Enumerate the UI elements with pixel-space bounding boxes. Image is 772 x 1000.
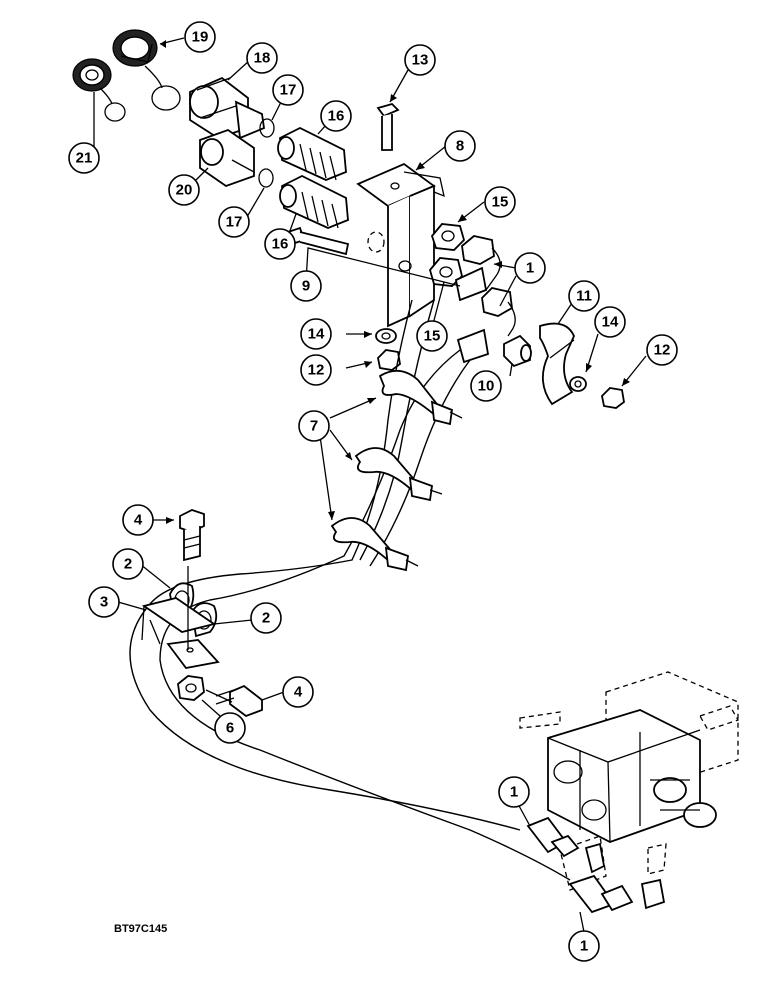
svg-text:12: 12 xyxy=(654,342,671,359)
svg-text:2: 2 xyxy=(262,610,270,627)
callout-3: 3 xyxy=(88,586,120,618)
svg-text:21: 21 xyxy=(76,150,93,167)
callout-4-upper: 4 xyxy=(122,504,154,536)
callout-1-bottom: 1 xyxy=(568,930,600,962)
part-nut-upper xyxy=(430,223,466,251)
part-adapter-upper xyxy=(277,126,347,181)
part-elbow-fitting-lower xyxy=(456,287,516,364)
callout-14-right: 14 xyxy=(594,306,626,338)
part-elbow-fitting-upper xyxy=(454,235,501,302)
svg-text:6: 6 xyxy=(226,720,234,737)
part-bolt-horizontal xyxy=(205,684,263,718)
svg-text:13: 13 xyxy=(412,52,429,69)
callout-15-upper: 15 xyxy=(484,186,516,218)
callout-4-lower: 4 xyxy=(282,676,314,708)
part-quick-coupler-male xyxy=(199,128,255,188)
figure-code: BT97C145 xyxy=(114,923,167,935)
part-quick-coupler-female xyxy=(189,76,265,140)
callout-18: 18 xyxy=(246,42,278,74)
part-cable-tie-lower xyxy=(330,517,419,572)
callout-2-upper: 2 xyxy=(112,548,144,580)
part-hose-fitting-lower xyxy=(568,874,666,914)
part-dust-cap-large xyxy=(112,29,181,111)
svg-text:7: 7 xyxy=(310,418,318,435)
svg-text:15: 15 xyxy=(424,328,441,345)
part-control-valve xyxy=(519,671,739,891)
part-clamp xyxy=(539,322,575,406)
callout-7: 7 xyxy=(298,410,330,442)
svg-text:3: 3 xyxy=(100,594,108,611)
part-washer-right xyxy=(569,376,587,392)
svg-text:1: 1 xyxy=(580,938,588,955)
callout-15-lower: 15 xyxy=(416,320,448,352)
callout-1-top: 1 xyxy=(514,252,546,284)
svg-text:16: 16 xyxy=(272,236,289,253)
svg-text:14: 14 xyxy=(308,326,325,343)
svg-text:14: 14 xyxy=(602,314,619,331)
callout-12-left: 12 xyxy=(300,354,332,386)
callout-17-lower: 17 xyxy=(218,206,250,238)
part-bolt-top xyxy=(376,102,400,151)
svg-text:9: 9 xyxy=(302,278,310,295)
callout-13: 13 xyxy=(404,44,436,76)
callout-16-lower: 16 xyxy=(264,228,296,260)
part-mounting-plate xyxy=(141,597,220,669)
part-cable-tie-middle xyxy=(354,447,443,502)
part-washer-left xyxy=(375,328,397,344)
svg-text:18: 18 xyxy=(254,50,271,67)
part-locknut-left xyxy=(377,349,401,371)
callout-16-upper: 16 xyxy=(320,100,352,132)
callout-9: 9 xyxy=(290,270,322,302)
part-spacer xyxy=(503,334,532,368)
part-hose-fitting-upper xyxy=(526,816,606,874)
part-o-ring-upper xyxy=(259,118,275,138)
svg-text:1: 1 xyxy=(526,260,534,277)
svg-text:20: 20 xyxy=(176,182,193,199)
svg-text:4: 4 xyxy=(294,684,303,701)
svg-text:15: 15 xyxy=(492,194,509,211)
callout-2-lower: 2 xyxy=(250,602,282,634)
svg-text:19: 19 xyxy=(192,29,209,46)
callout-19: 19 xyxy=(184,21,216,53)
svg-text:10: 10 xyxy=(478,378,495,395)
part-adapter-lower xyxy=(279,174,349,229)
part-locknut-right xyxy=(601,387,625,409)
svg-text:12: 12 xyxy=(308,362,325,379)
svg-text:8: 8 xyxy=(456,138,464,155)
part-bolt-vertical xyxy=(179,509,205,562)
svg-text:1: 1 xyxy=(510,784,518,801)
callout-1-middle: 1 xyxy=(498,776,530,808)
callout-12-right: 12 xyxy=(646,334,678,366)
svg-text:16: 16 xyxy=(328,108,345,125)
callout-6: 6 xyxy=(214,712,246,744)
svg-text:2: 2 xyxy=(124,556,132,573)
svg-text:4: 4 xyxy=(134,512,143,529)
callout-11: 11 xyxy=(568,280,600,312)
svg-text:17: 17 xyxy=(226,214,243,231)
callout-21: 21 xyxy=(68,142,100,174)
part-cable-tie-upper xyxy=(378,370,463,426)
callout-20: 20 xyxy=(168,174,200,206)
part-dust-cap-small xyxy=(72,58,126,122)
part-mounting-bracket xyxy=(356,162,445,328)
part-nut-bottom xyxy=(177,675,205,701)
callout-8: 8 xyxy=(444,130,476,162)
callout-17-upper: 17 xyxy=(272,74,304,106)
part-nut-lower xyxy=(429,257,463,287)
callout-14-left: 14 xyxy=(300,318,332,350)
callout-10: 10 xyxy=(470,370,502,402)
svg-text:17: 17 xyxy=(280,82,297,99)
svg-text:11: 11 xyxy=(576,288,592,305)
part-o-ring-lower xyxy=(258,168,274,188)
